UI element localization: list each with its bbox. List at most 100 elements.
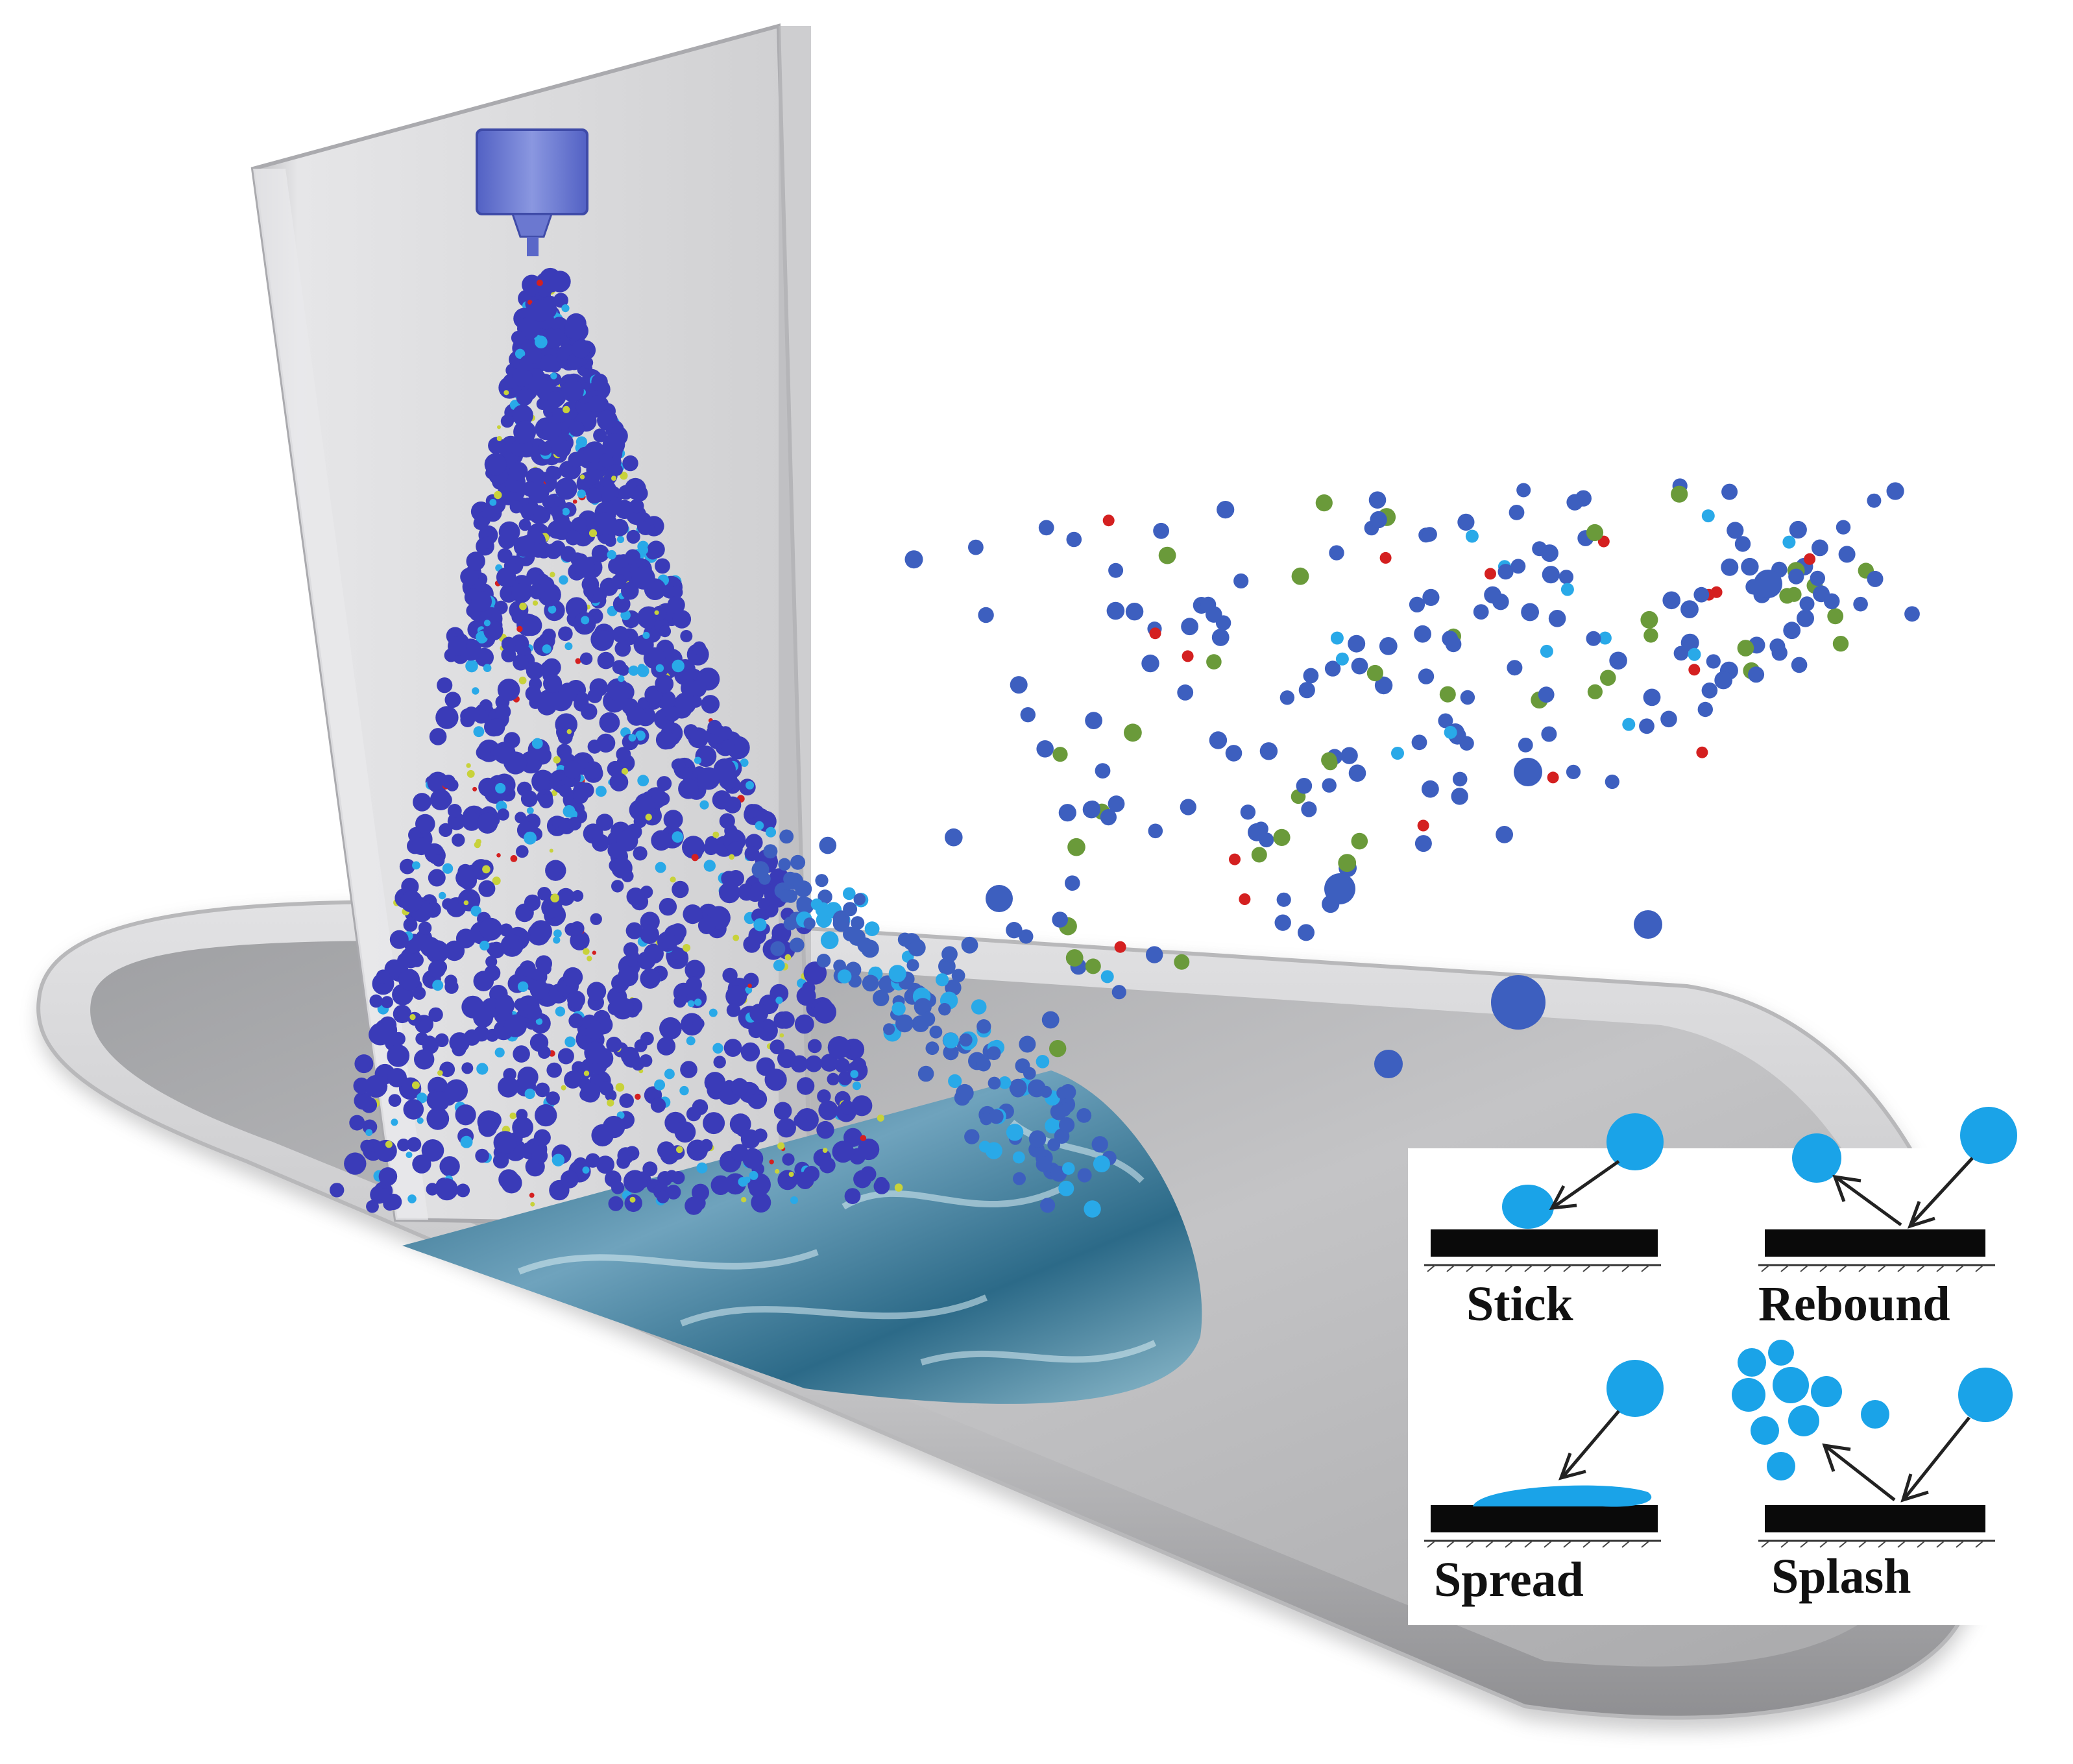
cloud-droplet	[1605, 774, 1619, 790]
spray-droplet	[565, 529, 581, 546]
spray-droplet	[1076, 1108, 1092, 1123]
cloud-droplet	[1125, 603, 1144, 621]
spray-droplet	[497, 679, 520, 701]
spray-droplet	[659, 625, 672, 638]
spray-droplet	[483, 620, 491, 627]
spray-droplet	[627, 707, 646, 726]
spray-droplet	[488, 941, 505, 959]
spray-droplet	[790, 1196, 798, 1204]
spray-droplet	[827, 1072, 840, 1085]
spray-droplet	[763, 844, 778, 859]
spray-droplet	[654, 610, 659, 615]
spray-droplet	[691, 854, 699, 862]
spray-droplet	[602, 1115, 625, 1139]
spray-droplet	[741, 1197, 747, 1203]
spray-droplet	[537, 690, 559, 712]
cloud-droplet	[1254, 821, 1268, 836]
cloud-droplet	[1095, 763, 1111, 779]
trajectory-arrow-icon	[1553, 1159, 1620, 1209]
cloud-droplet	[1838, 546, 1856, 563]
spray-droplet	[749, 1182, 763, 1197]
spray-droplet	[473, 516, 487, 530]
spray-droplet	[747, 984, 752, 988]
spray-droplet	[844, 1188, 861, 1204]
spray-droplet	[388, 1094, 402, 1107]
cloud-droplet-large	[1634, 910, 1662, 939]
cloud-droplet	[1779, 588, 1795, 604]
spray-droplet	[906, 959, 919, 972]
cloud-droplet	[1460, 690, 1475, 705]
spray-droplet	[515, 348, 526, 359]
spray-droplet	[685, 960, 705, 980]
spray-droplet	[860, 1135, 867, 1141]
spray-droplet	[631, 1057, 645, 1071]
spray-droplet	[964, 1129, 980, 1144]
cloud-droplet	[1273, 828, 1291, 846]
spray-droplet	[488, 437, 505, 455]
spray-droplet	[703, 1112, 725, 1135]
cloud-droplet	[1240, 804, 1256, 820]
spray-droplet	[956, 1083, 974, 1102]
spray-droplet	[503, 732, 520, 749]
spray-droplet	[783, 871, 798, 886]
cloud-droplet	[1114, 941, 1126, 953]
spray-droplet	[697, 917, 716, 934]
cloud-droplet	[1516, 483, 1531, 498]
spray-droplet	[629, 498, 644, 514]
spray-droplet	[501, 636, 516, 651]
spray-droplet	[531, 1148, 548, 1165]
cloud-droplet	[1737, 640, 1754, 657]
cloud-droplet	[1660, 710, 1677, 728]
cloud-droplet	[1741, 557, 1759, 576]
spray-droplet	[748, 1022, 764, 1039]
spray-droplet	[813, 1000, 837, 1024]
spray-droplet	[512, 366, 533, 387]
spray-droplet	[724, 796, 742, 814]
cloud-droplet	[904, 550, 923, 569]
spray-droplet	[621, 767, 629, 775]
spray-droplet	[496, 853, 501, 858]
spray-droplet	[520, 790, 538, 808]
spray-droplet	[976, 1057, 991, 1072]
spray-droplet	[692, 641, 707, 655]
cloud-droplet	[1673, 646, 1689, 661]
spray-droplet	[611, 857, 633, 879]
spray-droplet	[489, 499, 497, 506]
spray-droplet	[820, 1054, 839, 1072]
spray-droplet	[873, 1178, 890, 1194]
cloud-droplet	[1329, 545, 1344, 561]
droplet-icon	[1792, 1133, 1841, 1183]
spray-droplet	[640, 968, 661, 989]
spray-droplet	[492, 876, 501, 886]
cloud-droplet	[1158, 546, 1176, 564]
spray-droplet	[550, 372, 557, 380]
spray-droplet	[857, 937, 873, 953]
spray-droplet	[461, 1062, 474, 1074]
spray-droplet	[925, 1041, 940, 1056]
cloud-droplet	[1279, 690, 1295, 705]
spray-droplet	[633, 634, 654, 655]
spray-droplet	[767, 828, 775, 837]
spray-droplet	[659, 898, 677, 916]
cloud-droplet	[1065, 949, 1084, 967]
spray-droplet	[818, 1100, 838, 1120]
impact-regimes-panel: Stick Rebound	[1408, 1107, 2073, 1625]
spray-droplet	[525, 685, 542, 702]
spray-droplet	[553, 929, 562, 938]
cloud-droplet	[1586, 631, 1601, 646]
spray-droplet	[547, 391, 564, 408]
spray-droplet	[552, 1154, 565, 1166]
spray-droplet	[718, 727, 731, 741]
spray-droplet	[1058, 1180, 1074, 1196]
cloud-droplet	[1542, 566, 1560, 584]
spray-droplet	[696, 1162, 708, 1174]
cloud-droplet	[1019, 929, 1034, 944]
cloud-droplet	[1111, 985, 1126, 1000]
spray-droplet	[664, 1069, 675, 1080]
spray-droplet	[796, 1077, 815, 1095]
spray-droplet	[680, 1061, 697, 1078]
cloud-droplet	[1211, 629, 1230, 646]
spray-droplet	[784, 954, 792, 961]
cloud-droplet	[1451, 788, 1468, 805]
cloud-droplet	[1518, 738, 1533, 753]
